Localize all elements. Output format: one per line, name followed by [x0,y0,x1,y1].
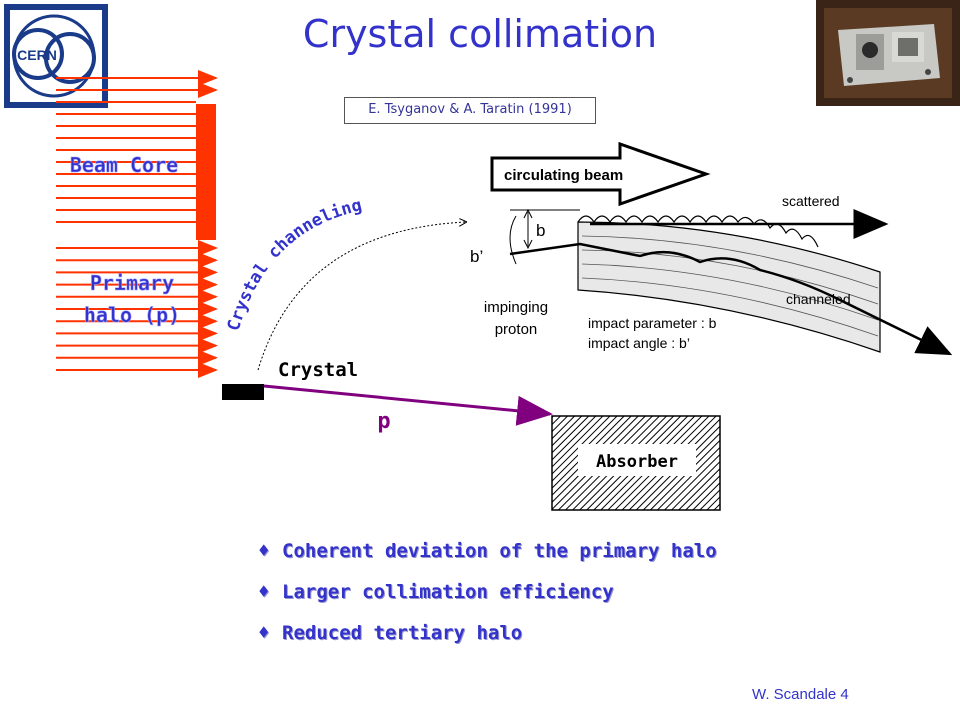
diamond-bullet-icon: ♦ [258,540,270,562]
circulating-beam-label: circulating beam [504,167,623,184]
page-title: Crystal collimation [302,12,658,56]
bent-crystal [577,221,881,353]
crystal-channeling-label: Crystal channeling [224,195,364,333]
crystal-label: Crystal [278,359,358,381]
channeled-label: channeled [786,291,851,307]
diamond-bullet-icon: ♦ [258,581,270,603]
bullet-text: Larger collimation efficiency [282,581,614,603]
p-arrow [263,384,553,426]
circulating-beam-arrow [490,141,711,207]
footer-author-page: W. Scandale 4 [752,686,849,703]
crystal-block [222,384,264,400]
primary-halo-label-line2: halo (p) [84,303,180,327]
scattered-label: scattered [782,193,840,209]
diamond-bullet-icon: ♦ [258,622,270,644]
bullet-item: ♦ Coherent deviation of the primary halo [258,540,818,581]
beam-core-block [196,104,216,240]
bullet-item: ♦ Larger collimation efficiency [258,581,818,622]
impact-parameter-label: impact parameter : b [588,315,717,331]
channeling-figure: circulating beam scattered b b’ impingin… [470,141,953,356]
bullet-text: Reduced tertiary halo [282,622,523,644]
absorber-label-box [578,444,696,476]
bullet-text: Coherent deviation of the primary halo [282,540,717,562]
impinging-label-2: proton [495,321,538,338]
cern-logo: CERN [4,4,108,108]
reference-box: E. Tsyganov & A. Taratin (1991) [344,97,596,124]
cern-logo-text: CERN [17,47,57,63]
bullet-item: ♦ Reduced tertiary halo [258,622,818,663]
bullet-list: ♦Coherent deviation of the primary halo … [258,540,818,663]
crystal-channeling-text: Crystal channeling [224,195,364,333]
p-label: p [377,409,390,434]
channeled-trajectory [509,242,953,356]
impact-angle-label: impact angle : b’ [588,335,690,351]
absorber-label: Absorber [596,452,678,472]
impinging-label-1: impinging [484,299,548,316]
primary-halo-label-line1: Primary [90,271,174,295]
beam-core-label: Beam Core [70,153,178,177]
crystal-holder-photo [816,0,960,106]
b-label: b [536,221,545,240]
beam-arrows [56,70,218,378]
channeling-dotted-arc [257,222,466,371]
bprime-label: b’ [470,247,483,266]
